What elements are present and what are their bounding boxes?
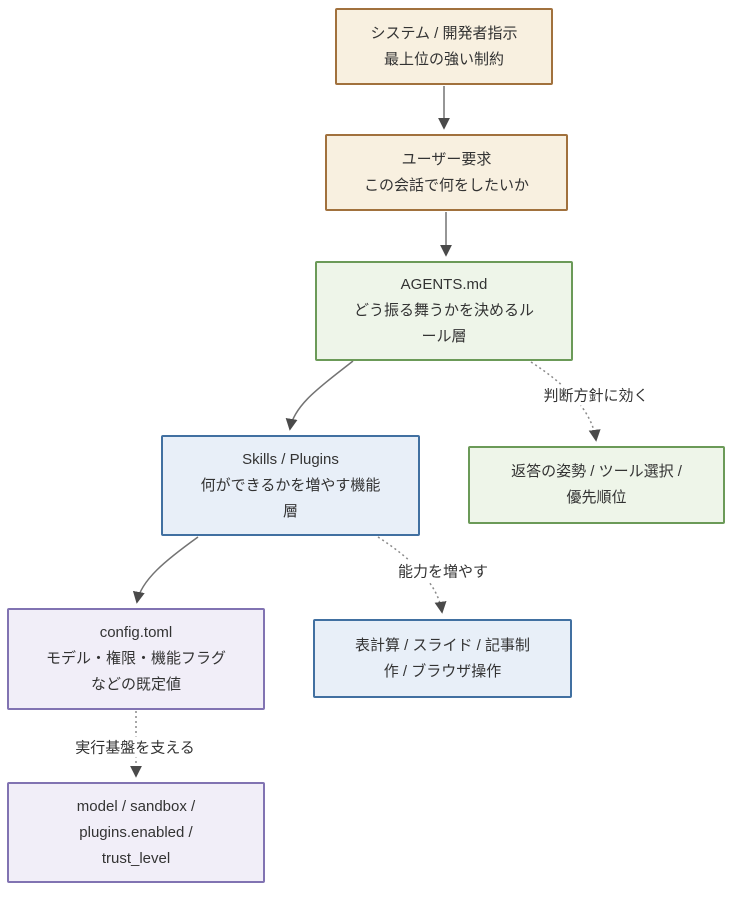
node-agents-line-2: どう振る舞うかを決めるル <box>353 302 534 319</box>
node-capabilities: 表計算 / スライド / 記事制 作 / ブラウザ操作 <box>313 619 572 698</box>
node-user-line-2: この会話で何をしたいか <box>363 176 529 194</box>
node-agents-line-3: ール層 <box>421 328 467 345</box>
node-user-request: ユーザー要求 この会話で何をしたいか <box>325 134 568 211</box>
node-capabilities-line-2: 作 / ブラウザ操作 <box>383 662 502 680</box>
node-skills-line-3: 層 <box>282 502 298 520</box>
edge-skills-to-config <box>132 536 199 604</box>
node-config-toml: config.toml モデル・権限・機能フラグ などの既定値 <box>7 608 265 710</box>
node-system-line-1: システム / 開発者指示 <box>370 24 518 42</box>
edge-label-judgment: 判断方針に効く <box>539 384 653 406</box>
node-agents-line-1: AGENTS.md <box>400 276 488 293</box>
node-settings-line-1: model / sandbox / <box>76 797 196 815</box>
edge-agents-to-skills <box>285 360 354 431</box>
node-user-line-1: ユーザー要求 <box>401 150 492 168</box>
edge-label-ability: 能力を増やす <box>393 560 493 582</box>
node-config-line-2: モデル・権限・機能フラグ <box>45 650 226 667</box>
node-settings-line-2: plugins.enabled / <box>79 823 193 841</box>
node-system-line-2: 最上位の強い制約 <box>383 50 504 68</box>
node-runtime-settings: model / sandbox / plugins.enabled / trus… <box>7 782 265 883</box>
node-skills-line-2: 何ができるかを増やす機能 <box>200 476 381 494</box>
node-response-stance: 返答の姿勢 / ツール選択 / 優先順位 <box>468 446 725 524</box>
edge-label-foundation: 実行基盤を支える <box>71 736 199 758</box>
node-config-line-1: config.toml <box>99 624 173 641</box>
node-capabilities-line-1: 表計算 / スライド / 記事制 <box>354 636 530 654</box>
node-stance-line-1: 返答の姿勢 / ツール選択 / <box>511 463 682 480</box>
node-skills-line-1: Skills / Plugins <box>242 450 339 468</box>
node-stance-line-2: 優先順位 <box>566 489 627 506</box>
node-settings-line-3: trust_level <box>101 849 171 867</box>
node-system-instructions: システム / 開発者指示 最上位の強い制約 <box>335 8 553 85</box>
node-skills-plugins: Skills / Plugins 何ができるかを増やす機能 層 <box>161 435 420 536</box>
node-config-line-3: などの既定値 <box>90 676 181 693</box>
node-agents-md: AGENTS.md どう振る舞うかを決めるル ール層 <box>315 261 573 361</box>
